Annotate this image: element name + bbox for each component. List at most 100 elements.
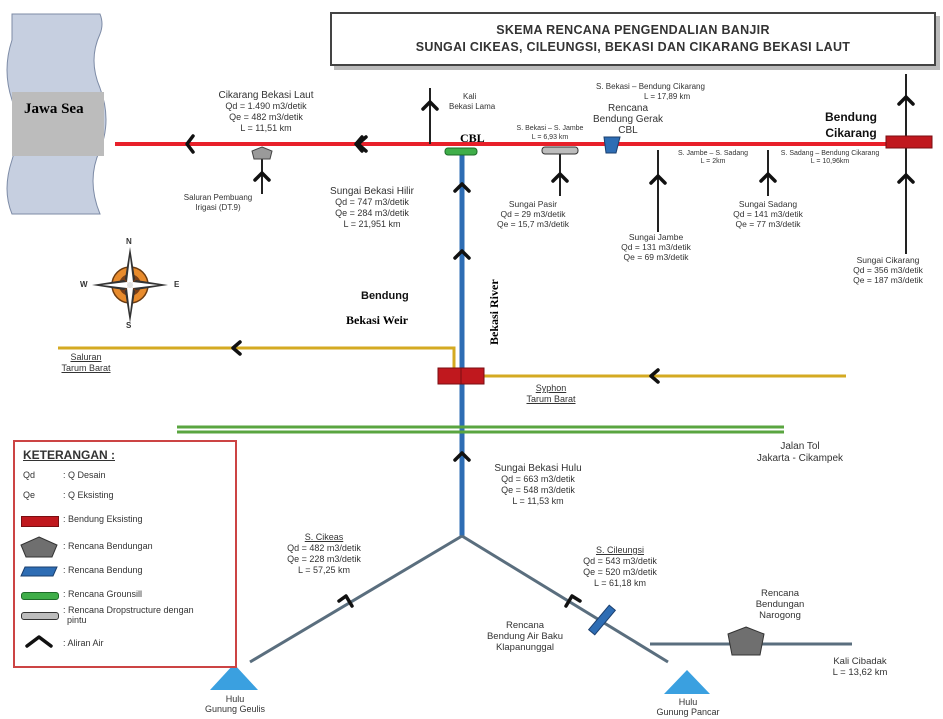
cikeas-info: S. Cikeas Qd = 482 m3/detik Qe = 228 m3/… — [274, 532, 374, 576]
kali-cibadak-line1: Kali Cibadak — [833, 656, 887, 667]
flow-arrow — [337, 594, 354, 608]
kali-cibadak-label: Kali Cibadak L = 13,62 km — [820, 656, 900, 678]
sungai-jambe-qe: Qe = 69 m3/detik — [623, 252, 689, 262]
legend-key-qd: Qd — [23, 470, 36, 480]
sungai-pasir-qe: Qe = 15,7 m3/detik — [496, 219, 570, 229]
legend-text-rencana-bendung: : Rencana Bendung — [63, 565, 143, 575]
seg-sadang-bendung-line2: L = 10,96km — [810, 158, 850, 165]
bendung-air-baku-label: Rencana Bendung Air Baku Klapanunggal — [470, 620, 580, 653]
kali-bekasi-lama-label: Kali Bekasi Lama — [449, 92, 495, 112]
sungai-sadang-info: Sungai Sadang Qd = 141 m3/detik Qe = 77 … — [718, 199, 818, 229]
flow-arrow — [564, 594, 582, 608]
bekasi-hilir-qe: Qe = 284 m3/detik — [335, 208, 409, 218]
bendung-air-baku-symbol — [587, 604, 617, 636]
rencana-gerak-line3: CBL — [618, 125, 638, 136]
bendung-label: Bendung — [361, 290, 409, 302]
bekasi-hulu-info: Sungai Bekasi Hulu Qd = 663 m3/detik Qe … — [478, 463, 598, 507]
flow-arrow — [649, 368, 660, 384]
flow-arrow — [453, 451, 471, 462]
legend-aliran-air-symbol — [25, 635, 53, 648]
sungai-jambe-name: Sungai Jambe — [628, 232, 684, 242]
narogong-symbol — [727, 626, 765, 656]
title-box: SKEMA RENCANA PENGENDALIAN BANJIR SUNGAI… — [330, 12, 936, 66]
seg-bekasi-bendung-line1: S. Bekasi – Bendung Cikarang — [596, 82, 705, 91]
narogong-label: Rencana Bendungan Narogong — [740, 588, 820, 621]
seg-jambe-sadang: S. Jambe – S. Sadang L = 2km — [668, 150, 758, 166]
hulu-pancar-label: Hulu Gunung Pancar — [643, 697, 733, 717]
bendung-cikarang-symbol — [885, 135, 933, 149]
jalan-tol-label: Jalan Tol Jakarta - Cikampek — [740, 441, 860, 465]
hulu-geulis-line1: Hulu — [225, 694, 245, 704]
hulu-geulis-triangle — [210, 664, 258, 690]
hulu-pancar-line1: Hulu — [678, 697, 698, 707]
flow-arrow — [759, 172, 777, 183]
flow-arrow — [551, 172, 569, 183]
flow-arrow — [453, 182, 471, 193]
legend-title: KETERANGAN : — [23, 448, 115, 462]
sungai-sadang-qe: Qe = 77 m3/detik — [735, 219, 801, 229]
kali-bekasi-lama-line2: Bekasi Lama — [449, 102, 496, 111]
legend-text-bendung-eksisting: : Bendung Eksisting — [63, 514, 143, 524]
syphon-label: Syphon Tarum Barat — [516, 383, 586, 405]
bendung-cikarang-line2: Cikarang — [825, 126, 877, 140]
sungai-sadang-qd: Qd = 141 m3/detik — [733, 209, 803, 219]
kali-cibadak-line2: L = 13,62 km — [832, 667, 888, 678]
air-baku-line3: Klapanunggal — [495, 642, 555, 653]
cileungsi-l: L = 61,18 km — [594, 578, 646, 588]
seg-bekasi-bendung: S. Bekasi – Bendung Cikarang L = 17,89 k… — [596, 82, 705, 102]
rencana-gerak-line2: Bendung Gerak — [592, 114, 664, 125]
jawa-sea-label-box — [12, 92, 104, 156]
compass-n: N — [126, 237, 132, 246]
rencana-gerak-label: Rencana Bendung Gerak CBL — [588, 103, 668, 136]
bendung-gerak-symbol — [603, 136, 621, 154]
flow-arrow — [354, 135, 364, 153]
cbl-label: CBL — [460, 131, 485, 145]
legend-dropstructure-symbol — [21, 612, 59, 620]
flow-arrow — [649, 174, 667, 185]
title-line-2: SUNGAI CIKEAS, CILEUNGSI, BEKASI DAN CIK… — [415, 40, 851, 54]
title-line-1: SKEMA RENCANA PENGENDALIAN BANJIR — [496, 23, 770, 37]
legend-text-dropstructure: : Rencana Dropstructure dengan — [63, 605, 194, 615]
cbl-l: L = 11,51 km — [240, 123, 292, 133]
jalan-tol-line2: Jakarta - Cikampek — [756, 453, 844, 464]
cikeas-name: S. Cikeas — [304, 532, 344, 542]
cileungsi-qe: Qe = 520 m3/detik — [583, 567, 657, 577]
air-baku-line1: Rencana — [505, 620, 545, 631]
sungai-jambe-qd: Qd = 131 m3/detik — [621, 242, 691, 252]
cbl-qd: Qd = 1.490 m3/detik — [225, 101, 307, 111]
flow-arrow — [231, 340, 242, 356]
sungai-cikarang-info: Sungai Cikarang Qd = 356 m3/detik Qe = 1… — [838, 255, 938, 285]
cileungsi-name: S. Cileungsi — [595, 545, 645, 555]
narogong-line2: Bendungan — [755, 599, 805, 610]
syphon-line1: Syphon — [535, 383, 567, 393]
sungai-pasir-qd: Qd = 29 m3/detik — [500, 209, 566, 219]
seg-bekasi-jambe-line2: L = 6,93 km — [531, 134, 569, 141]
bekasi-hulu-qd: Qd = 663 m3/detik — [501, 474, 575, 484]
narogong-line3: Narogong — [759, 610, 801, 621]
flow-arrow — [453, 249, 471, 260]
bendung-cikarang-line1: Bendung — [825, 110, 877, 124]
saluran-pembuang-line2: Irigasi (DT.9) — [195, 203, 241, 212]
cbl-grounsill — [444, 147, 478, 156]
sungai-cikarang-name: Sungai Cikarang — [856, 255, 920, 265]
sungai-pasir-info: Sungai Pasir Qd = 29 m3/detik Qe = 15,7 … — [488, 199, 578, 229]
kali-bekasi-lama-line1: Kali — [463, 92, 477, 101]
sungai-cikarang-qe: Qe = 187 m3/detik — [853, 275, 923, 285]
seg-bekasi-jambe: S. Bekasi – S. Jambe L = 6,93 km — [500, 124, 600, 142]
legend-bendung-eksisting-symbol — [21, 516, 59, 527]
sungai-jambe-info: Sungai Jambe Qd = 131 m3/detik Qe = 69 m… — [606, 232, 706, 262]
cikeas-river-line — [249, 534, 463, 664]
seg-bekasi-jambe-line1: S. Bekasi – S. Jambe — [516, 125, 584, 132]
bekasi-weir-label: Bekasi Weir — [346, 313, 409, 327]
cbl-qe: Qe = 482 m3/detik — [229, 112, 303, 122]
cikeas-qe: Qe = 228 m3/detik — [287, 554, 361, 564]
cbl-name: Cikarang Bekasi Laut — [218, 90, 314, 101]
cileungsi-info: S. Cileungsi Qd = 543 m3/detik Qe = 520 … — [570, 545, 670, 589]
legend-text-grounsill: : Rencana Grounsill — [63, 589, 143, 599]
rencana-gerak-line1: Rencana — [607, 103, 649, 114]
sungai-cikarang-qd: Qd = 356 m3/detik — [853, 265, 923, 275]
hulu-geulis-label: Hulu Gunung Geulis — [190, 694, 280, 714]
legend-rencana-bendungan-symbol — [20, 536, 58, 558]
flow-arrow — [897, 173, 915, 184]
seg-sadang-bendung-line1: S. Sadang – Bendung Cikarang — [780, 150, 880, 157]
